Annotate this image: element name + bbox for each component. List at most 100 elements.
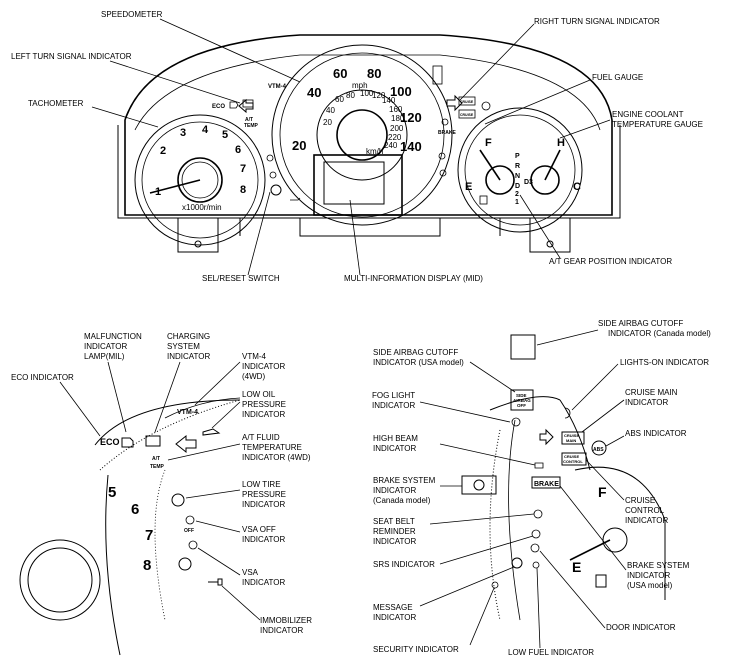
- label-seatbelt-1: SEAT BELT: [373, 517, 415, 526]
- label-vsa-off-2: INDICATOR: [242, 535, 285, 544]
- brake-can-box: [461, 475, 497, 495]
- tach-5-detail: 5: [108, 484, 116, 501]
- label-oil-2: PRESSURE: [242, 400, 286, 409]
- label-seatbelt-3: INDICATOR: [373, 537, 416, 546]
- gear-n: N: [515, 173, 520, 180]
- seat-belt-icon: [533, 509, 543, 519]
- label-airbag-usa-1: SIDE AIRBAG CUTOFF: [373, 348, 458, 357]
- label-eco: ECO INDICATOR: [11, 373, 74, 382]
- door-detail-icon: [530, 543, 540, 553]
- tach-6: 6: [235, 144, 241, 156]
- label-door: DOOR INDICATOR: [606, 623, 676, 632]
- fog-light-icon: [511, 417, 521, 427]
- fuel-f-detail: F: [598, 484, 607, 500]
- kmh-180: 180: [391, 114, 405, 123]
- label-high-beam-1: HIGH BEAM: [373, 434, 418, 443]
- kmh-160: 160: [389, 105, 403, 114]
- mph-60: 60: [333, 66, 347, 81]
- tach-8: 8: [240, 184, 246, 196]
- cruise-main-top-icon: [458, 96, 476, 106]
- vtm4-top: VTM-4: [268, 84, 287, 90]
- side-airbag-top-icon: [432, 65, 443, 85]
- kmh-unit: km/h: [366, 147, 383, 156]
- label-cruise-main-2: INDICATOR: [625, 398, 668, 407]
- mil-icon: [121, 437, 134, 448]
- high-beam-icon: [534, 462, 544, 469]
- fuel-pump-icon: [479, 195, 488, 205]
- fuel-f-top: F: [485, 137, 492, 149]
- label-charging-2: SYSTEM: [167, 342, 200, 351]
- left-turn-detail-icon: [175, 434, 197, 454]
- label-brake-usa-2: INDICATOR: [627, 571, 670, 580]
- tachometer: 1 2 3 4 5 6 7 8 x1000r/min ECO A/T TEMP: [134, 99, 301, 246]
- immobilizer-key-icon: [208, 578, 223, 586]
- label-airbag-can-1: SIDE AIRBAG CUTOFF: [598, 319, 683, 328]
- tach-4: 4: [202, 124, 209, 136]
- brake-can-top-icon: [441, 118, 449, 126]
- eco-icon-top: ECO: [212, 104, 225, 110]
- brake-icon-text: BRAKE: [534, 481, 559, 488]
- tach-7-detail: 7: [145, 527, 153, 544]
- sel-reset-detail-knob: [178, 557, 192, 571]
- tach-5: 5: [222, 129, 228, 141]
- cruise-ctrl-icon-2: CONTROL: [563, 459, 583, 464]
- cruise-main-top-text: CRUISE: [460, 100, 474, 104]
- kmh-40: 40: [326, 106, 335, 115]
- mid-screen: [323, 161, 385, 205]
- oil-can-icon: [202, 428, 221, 436]
- check-engine-icon: [229, 101, 239, 109]
- label-srs: SRS INDICATOR: [373, 560, 435, 569]
- label-fog-1: FOG LIGHT: [372, 391, 415, 400]
- label-coolant-1: ENGINE COOLANT: [612, 110, 684, 119]
- brake-can-icon: [473, 479, 485, 491]
- battery-charge-icon: [145, 435, 161, 447]
- label-brake-can-3: (Canada model): [373, 496, 431, 505]
- cruise-main-detail-icon: [561, 431, 585, 445]
- kmh-120: 120: [372, 91, 386, 100]
- label-seatbelt-2: REMINDER: [373, 527, 416, 536]
- tach-7: 7: [240, 163, 246, 175]
- cruise-main-icon-2: MAIN: [566, 438, 576, 443]
- cluster-housing: [117, 34, 621, 253]
- label-cruise-main-1: CRUISE MAIN: [625, 388, 678, 397]
- mph-20: 20: [292, 138, 306, 153]
- vsa-off-text: OFF: [184, 528, 194, 534]
- label-vsa-1: VSA: [242, 568, 259, 577]
- side-icon-2: AIRBAG: [513, 398, 531, 403]
- sel-reset-knob[interactable]: [270, 184, 282, 196]
- brake-top: BRAKE: [438, 130, 456, 136]
- kmh-60: 60: [335, 95, 344, 104]
- label-vsa-off-1: VSA OFF: [242, 525, 276, 534]
- label-atf-2: TEMPERATURE: [242, 443, 302, 452]
- mph-140: 140: [400, 139, 422, 154]
- gear-2: 2: [515, 191, 519, 198]
- right-turn-detail-icon: [539, 428, 554, 446]
- label-vtm4-3: (4WD): [242, 372, 265, 381]
- fuel-pump-detail-icon: [595, 574, 607, 588]
- label-right-turn: RIGHT TURN SIGNAL INDICATOR: [534, 17, 660, 26]
- label-speedometer: SPEEDOMETER: [101, 10, 163, 19]
- label-atf-3: INDICATOR (4WD): [242, 453, 311, 462]
- label-charging-1: CHARGING: [167, 332, 210, 341]
- label-tire-1: LOW TIRE: [242, 480, 281, 489]
- fuel-e-detail: E: [572, 559, 581, 575]
- label-cruise-ctrl-2: CONTROL: [625, 506, 665, 515]
- left-detail: 5 6 7 8 ECO VTM-4 A/T TEMP OFF MALFUNCTI…: [11, 332, 312, 656]
- label-vsa-2: INDICATOR: [242, 578, 285, 587]
- side-icon-1: SIDE: [516, 393, 527, 398]
- kmh-220: 220: [388, 133, 402, 142]
- vtm4-icon: VTM-4: [177, 409, 198, 416]
- side-icon-3: OFF: [517, 403, 526, 408]
- label-brake-can-2: INDICATOR: [373, 486, 416, 495]
- lights-on-icon: [564, 407, 571, 419]
- label-airbag-usa-2: INDICATOR (USA model): [373, 358, 464, 367]
- message-top-icon: [439, 169, 447, 177]
- right-turn-arrow-icon: [446, 94, 463, 112]
- side-airbag-usa-icon: [510, 389, 534, 411]
- mph-120: 120: [400, 110, 422, 125]
- label-lights-on: LIGHTS-ON INDICATOR: [620, 358, 709, 367]
- label-gear-position: A/T GEAR POSITION INDICATOR: [549, 257, 672, 266]
- label-immob-2: INDICATOR: [260, 626, 303, 635]
- cruise-ctrl-icon-1: CRUISE: [564, 454, 579, 459]
- label-brake-usa-3: (USA model): [627, 581, 673, 590]
